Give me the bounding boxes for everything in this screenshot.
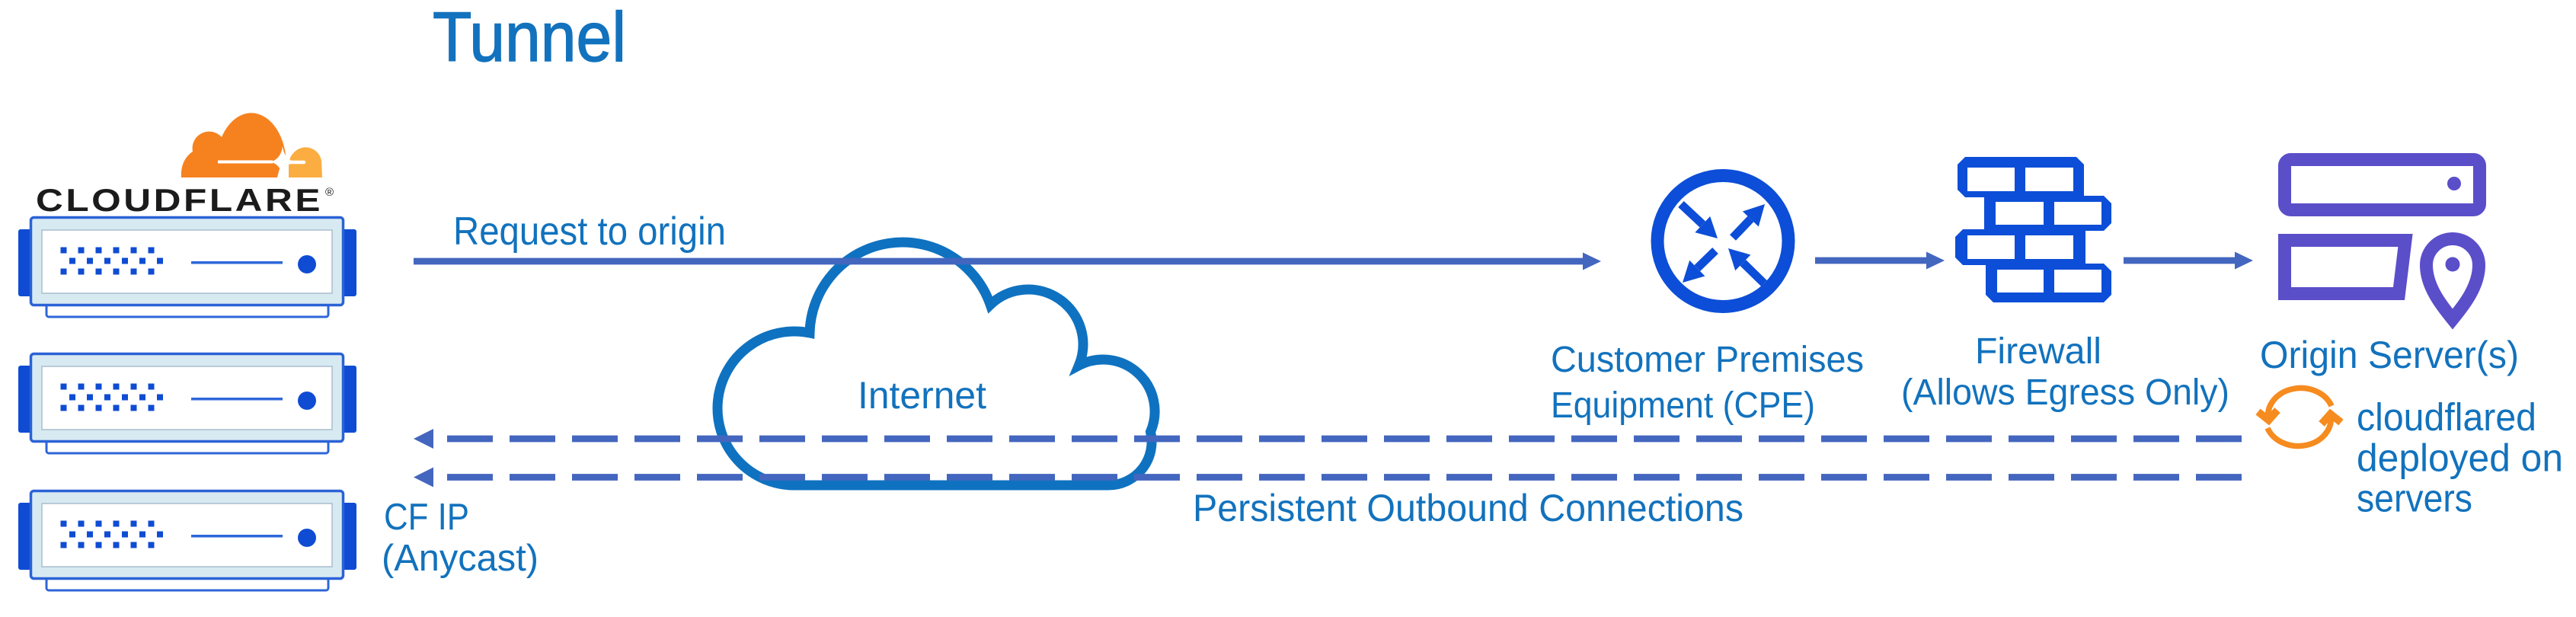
svg-text:Internet: Internet	[858, 374, 986, 417]
svg-text:Equipment (CPE): Equipment (CPE)	[1551, 385, 1815, 426]
svg-text:Customer Premises: Customer Premises	[1551, 340, 1864, 380]
svg-text:Persistent Outbound Connection: Persistent Outbound Connections	[1193, 487, 1743, 529]
svg-text:CLOUDFLARE: CLOUDFLARE	[36, 182, 323, 218]
svg-text:deployed on: deployed on	[2357, 436, 2563, 480]
svg-text:Firewall: Firewall	[1975, 331, 2101, 372]
svg-text:®: ®	[325, 186, 334, 199]
svg-text:Tunnel: Tunnel	[433, 0, 626, 76]
svg-text:Request to origin: Request to origin	[453, 209, 726, 254]
svg-text:CF IP: CF IP	[384, 497, 469, 538]
svg-text:(Allows Egress Only): (Allows Egress Only)	[1901, 372, 2229, 413]
svg-text:(Anycast): (Anycast)	[382, 538, 539, 579]
svg-text:cloudflared: cloudflared	[2357, 395, 2536, 439]
svg-text:Origin Server(s): Origin Server(s)	[2260, 334, 2519, 376]
svg-text:servers: servers	[2357, 477, 2472, 520]
